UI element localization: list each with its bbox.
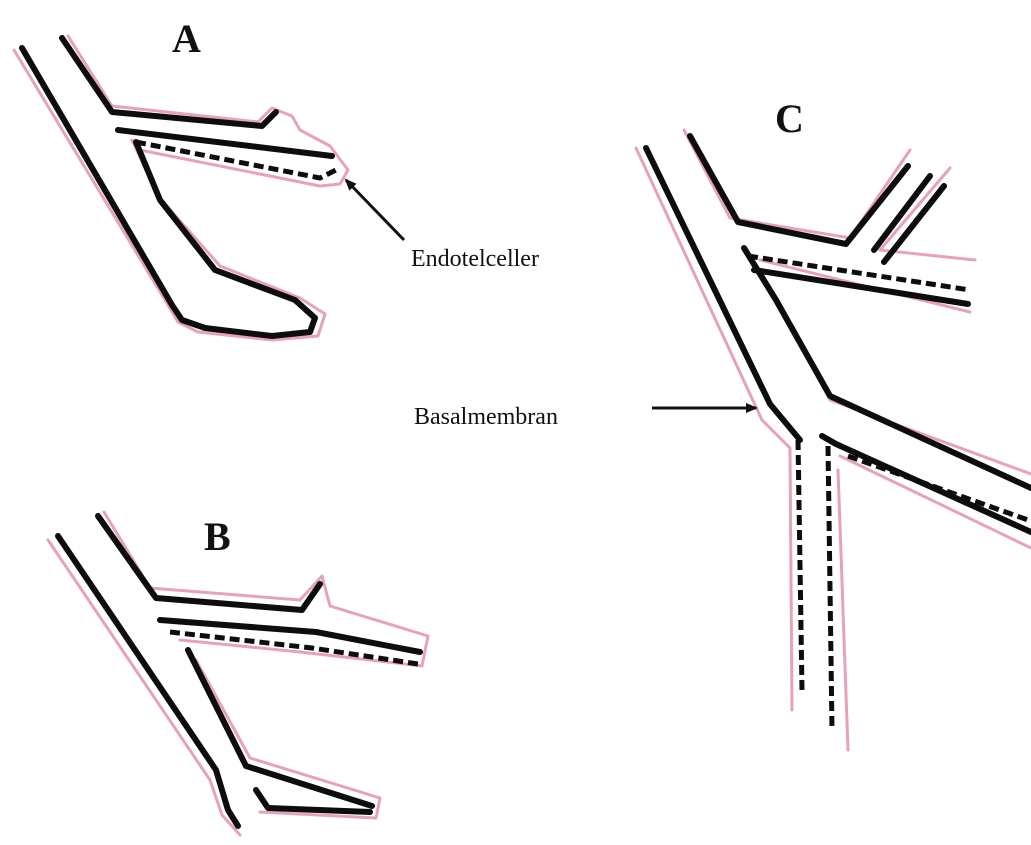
vessel-b-branch (188, 650, 372, 806)
vessel-b-sprout (170, 632, 418, 664)
basement-membrane-label: Basalmembran (414, 404, 558, 430)
endothelial-arrow (346, 180, 404, 240)
endothelial-label: Endotelceller (411, 246, 539, 272)
panel-a: A (14, 16, 348, 340)
vessel-c-wall-branch-right (744, 248, 1031, 488)
vessel-c-outline-bottom (838, 470, 848, 750)
vessel-c-wall-lower-right-inner (848, 456, 1028, 520)
panel-label-c: C (775, 96, 804, 141)
vessel-c-trunk-left (798, 440, 802, 690)
vessel-c-wall-mid (690, 136, 908, 244)
panel-label-b: B (204, 514, 231, 559)
endothelial-annotation: Endotelceller (346, 180, 539, 272)
vessel-c-trunk-right (828, 446, 832, 730)
panel-c: C (636, 96, 1031, 750)
panel-b: B (48, 512, 428, 835)
basement-membrane-annotation: Basalmembran (414, 404, 756, 430)
vessel-a-sprout-lower (136, 142, 336, 178)
panel-label-a: A (172, 16, 201, 61)
vessel-a-wall-left (22, 48, 315, 336)
vessel-c-outline-left (636, 148, 792, 710)
